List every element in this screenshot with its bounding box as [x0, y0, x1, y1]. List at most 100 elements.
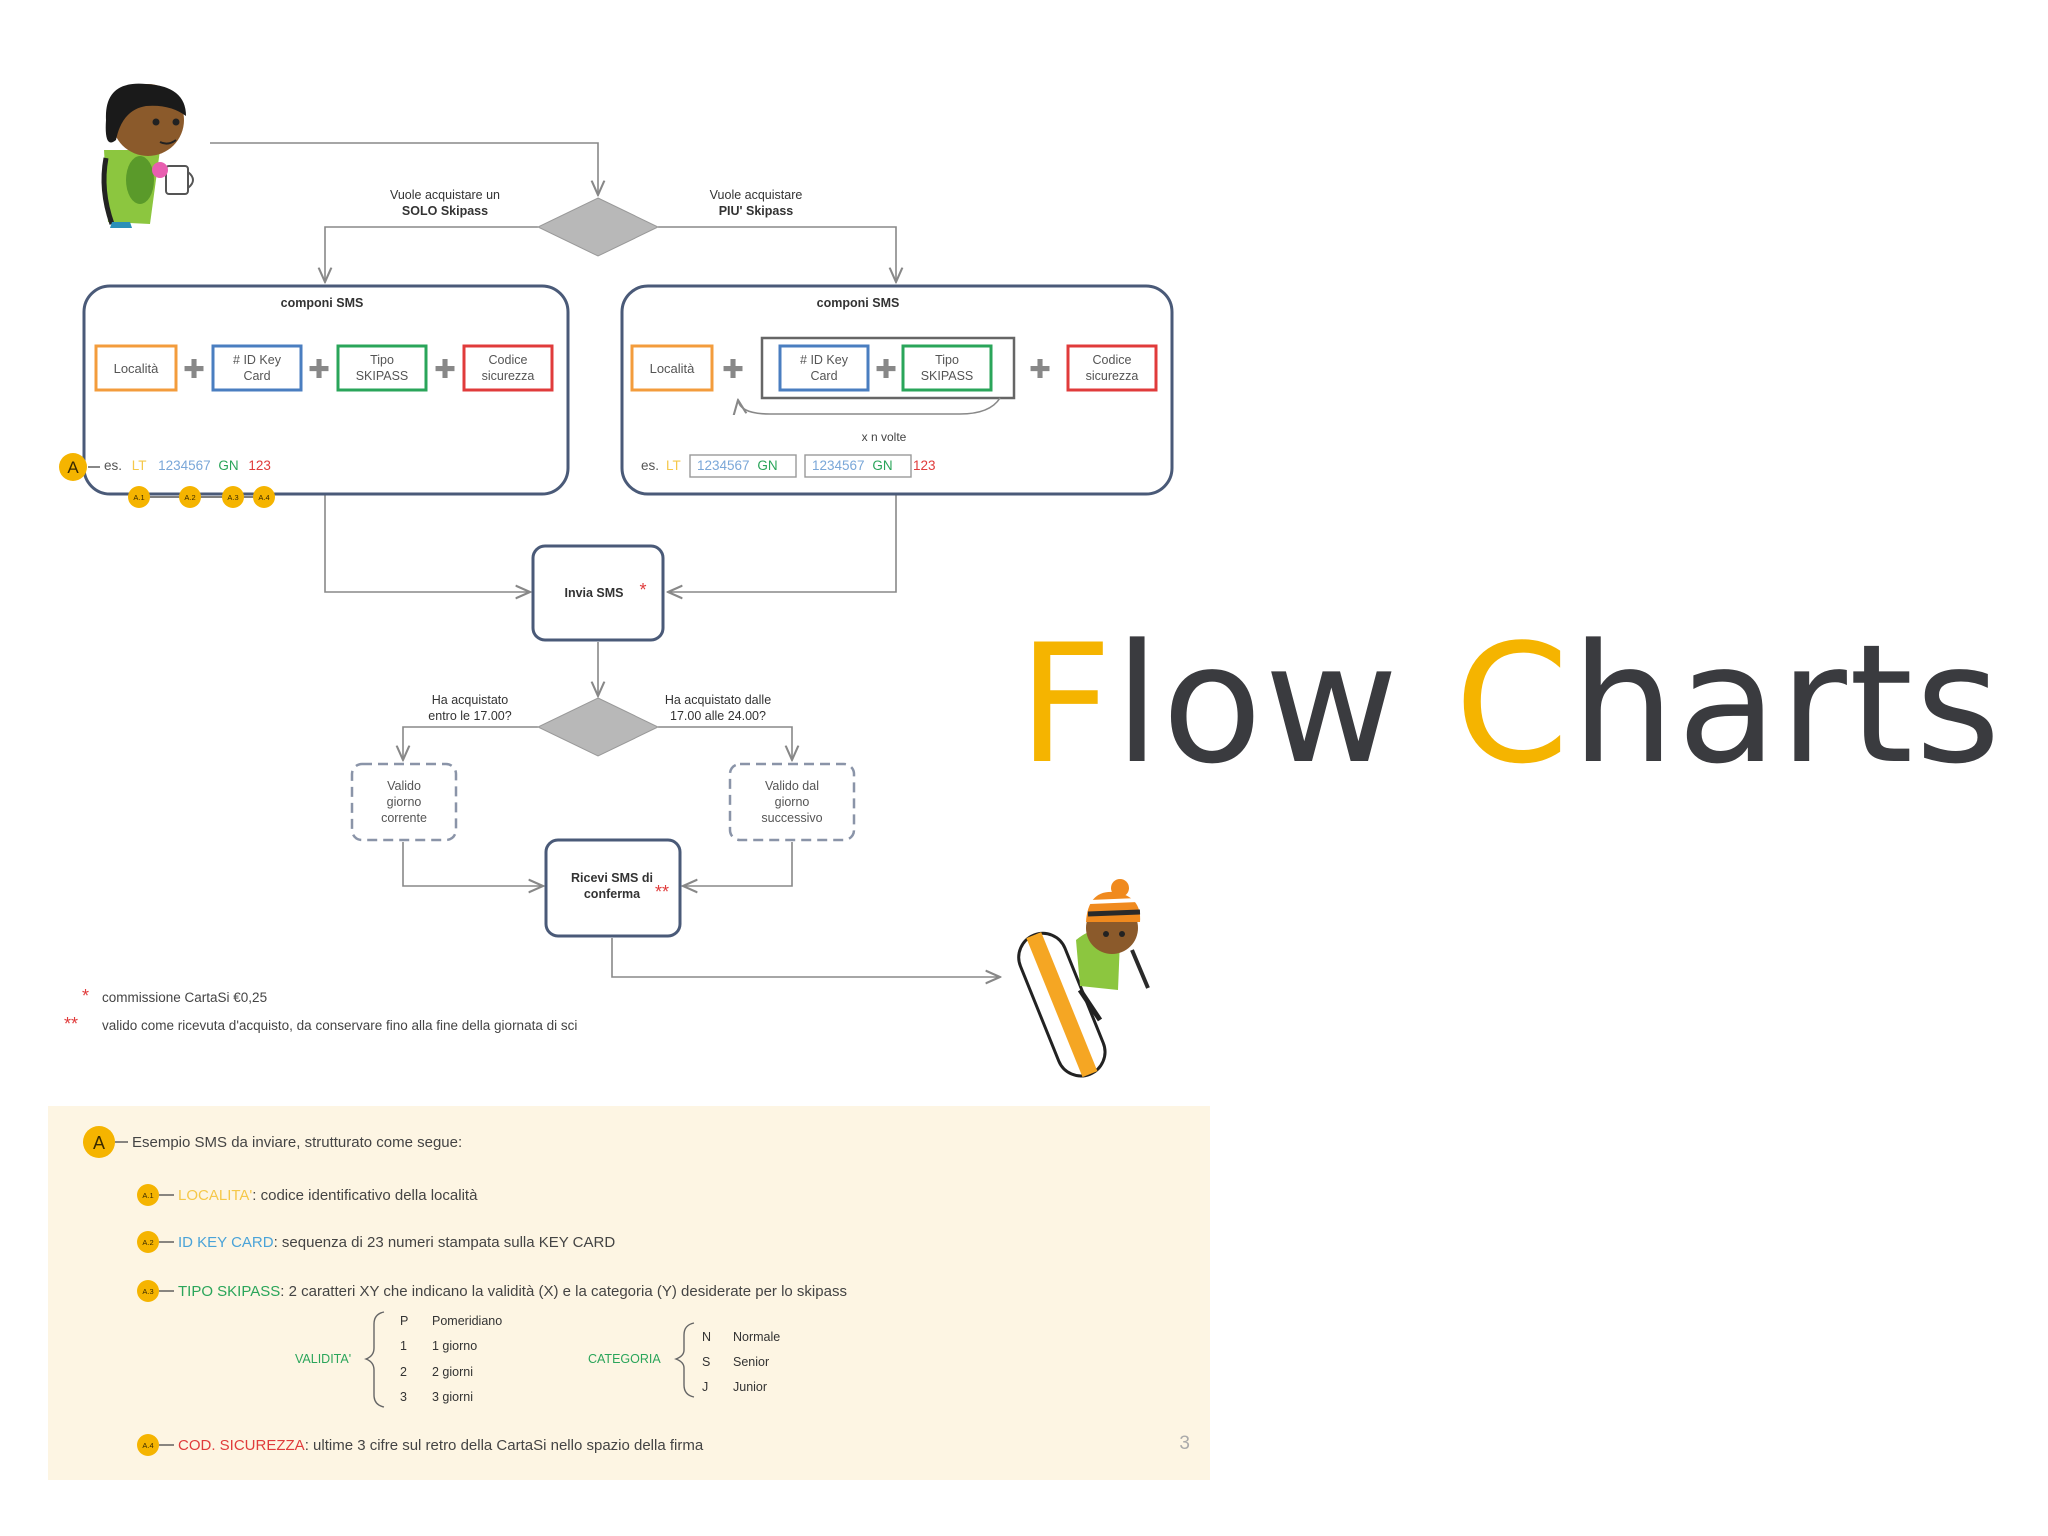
validita-label-3: 3 giorni — [432, 1390, 473, 1404]
question-after-line2: 17.00 alle 24.00? — [670, 709, 766, 723]
footnote-star2: ** — [64, 1014, 78, 1034]
star-commission: * — [639, 580, 646, 600]
legend-panel — [48, 1106, 1210, 1480]
valid-next-line3: successivo — [761, 811, 822, 825]
svg-text:1234567 GN: 1234567 GN — [812, 458, 893, 473]
example-tipo: GN — [757, 458, 777, 473]
plus-icon: ✚ — [722, 354, 744, 384]
connectors — [210, 142, 1000, 977]
example-idkey: 1234567 — [158, 458, 211, 473]
categoria-code-n: N — [702, 1330, 711, 1344]
plus-icon: ✚ — [875, 354, 897, 384]
svg-text:LOCALITA': codice identificati: LOCALITA': codice identificativo della l… — [178, 1187, 478, 1204]
marker-a4: A.4 — [258, 493, 269, 502]
receive-sms-box: Ricevi SMS di conferma ** — [544, 838, 682, 938]
tipo-field-line2: SKIPASS — [921, 369, 974, 383]
legend-key-a3: TIPO SKIPASS — [178, 1283, 280, 1300]
marker-a3: A.3 — [227, 493, 238, 502]
decision-diamond-quantity — [536, 197, 660, 257]
validita-label-p: Pomeridiano — [432, 1314, 502, 1328]
example-localita: LT — [666, 458, 681, 473]
categoria-label: CATEGORIA — [588, 1352, 661, 1366]
girl-character-icon — [101, 83, 194, 228]
svg-text:es. LT 1234567: es. LT 1234567 GN 123 — [104, 458, 271, 473]
tipo-field-line1: Tipo — [935, 353, 959, 367]
localita-field: Località — [114, 361, 160, 376]
question-single-line1: Vuole acquistare un — [390, 188, 500, 202]
star-receipt: ** — [655, 882, 669, 902]
question-before-line2: entro le 17.00? — [428, 709, 511, 723]
marker-a1: A.1 — [133, 493, 144, 502]
legend-marker-a4: A.4 — [142, 1441, 153, 1450]
svg-text:ID KEY CARD: sequenza di 23 nu: ID KEY CARD: sequenza di 23 numeri stamp… — [178, 1234, 615, 1251]
valid-next-line1: Valido dal — [765, 779, 819, 793]
legend-marker-a: A — [93, 1133, 105, 1153]
codice-field-line2: sicurezza — [1086, 369, 1139, 383]
valid-today-line1: Valido — [387, 779, 421, 793]
idkey-field-line1: # ID Key — [800, 353, 849, 367]
send-sms-box: Invia SMS * — [531, 544, 665, 642]
legend-text-a2: : sequenza di 23 numeri stampata sulla K… — [274, 1234, 616, 1251]
receive-sms-line1: Ricevi SMS di — [571, 871, 653, 885]
legend-marker-a3: A.3 — [142, 1287, 153, 1296]
validita-code-2: 2 — [400, 1365, 407, 1379]
title-accent-f: F — [1018, 609, 1115, 800]
legend-key-a1: LOCALITA' — [178, 1187, 252, 1204]
codice-field-line1: Codice — [489, 353, 528, 367]
codice-field-line1: Codice — [1093, 353, 1132, 367]
legend: A Esempio SMS da inviare, strutturato co… — [83, 1126, 1190, 1456]
idkey-field-line2: Card — [243, 369, 270, 383]
idkey-field-line2: Card — [810, 369, 837, 383]
example-localita: LT — [132, 458, 147, 473]
categoria-label-n: Normale — [733, 1330, 780, 1344]
legend-text-a1: : codice identificativo della località — [252, 1187, 478, 1204]
valid-next-line2: giorno — [775, 795, 810, 809]
decision-diamond-time — [536, 697, 660, 757]
example-idkey: 1234567 — [812, 458, 865, 473]
page-title: Flow Charts — [1018, 600, 2003, 810]
example-prefix: es. — [104, 458, 122, 473]
categoria-label-j: Junior — [733, 1380, 767, 1394]
question-single-line2: SOLO Skipass — [402, 204, 488, 218]
codice-field-line2: sicurezza — [482, 369, 535, 383]
legend-text-a4: : ultime 3 cifre sul retro della CartaSi… — [305, 1437, 704, 1454]
example-idkey: 1234567 — [697, 458, 750, 473]
categoria-code-s: S — [702, 1355, 710, 1369]
question-multi-line2: PIU' Skipass — [719, 204, 794, 218]
categoria-code-j: J — [702, 1380, 708, 1394]
svg-text:TIPO SKIPASS: 2 caratteri XY c: TIPO SKIPASS: 2 caratteri XY che indican… — [178, 1283, 847, 1300]
categoria-label-s: Senior — [733, 1355, 769, 1369]
example-codice: 123 — [913, 458, 936, 473]
receive-sms-line2: conferma — [584, 887, 641, 901]
marker-a: A — [67, 458, 79, 477]
question-multi-line1: Vuole acquistare — [710, 188, 803, 202]
send-sms-label: Invia SMS — [564, 586, 623, 600]
plus-icon: ✚ — [308, 354, 330, 384]
idkey-field-line1: # ID Key — [233, 353, 282, 367]
plus-icon: ✚ — [1029, 354, 1051, 384]
tipo-field-line2: SKIPASS — [356, 369, 409, 383]
footnote-1: commissione CartaSi €0,25 — [102, 990, 267, 1005]
title-accent-c: C — [1454, 609, 1572, 800]
tipo-field-line1: Tipo — [370, 353, 394, 367]
legend-key-a2: ID KEY CARD — [178, 1234, 274, 1251]
example-tipo: GN — [872, 458, 892, 473]
footnote-star1: * — [82, 986, 89, 1006]
validita-label-1: 1 giorno — [432, 1339, 477, 1353]
validita-code-p: P — [400, 1314, 408, 1328]
example-prefix: es. — [641, 458, 659, 473]
compose-box-single: componi SMS Località ✚ # ID Key Card ✚ T… — [82, 284, 570, 496]
compose-label: componi SMS — [817, 296, 900, 310]
marker-a2: A.2 — [184, 493, 195, 502]
localita-field: Località — [650, 361, 696, 376]
compose-box-multi: componi SMS Località ✚ # ID Key Card ✚ T… — [620, 284, 1174, 496]
example-codice: 123 — [248, 458, 271, 473]
marker-a-badges: A A.1 A.2 A.3 A.4 — [59, 453, 275, 508]
validita-code-3: 3 — [400, 1390, 407, 1404]
title-part1: low — [1114, 609, 1455, 800]
validita-code-1: 1 — [400, 1339, 407, 1353]
svg-text:COD. SICUREZZA: ultime 3 cifre: COD. SICUREZZA: ultime 3 cifre sul retro… — [178, 1437, 704, 1454]
snowboarder-character-icon — [1017, 879, 1150, 1078]
footnote-2: valido come ricevuta d'acquisto, da cons… — [102, 1018, 577, 1033]
